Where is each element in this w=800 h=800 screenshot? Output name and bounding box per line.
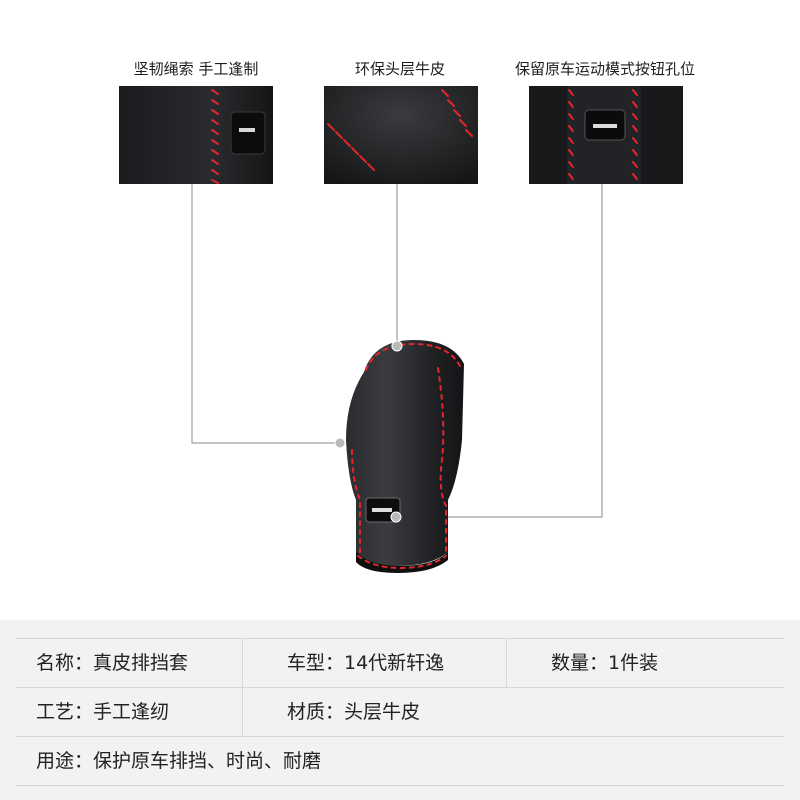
spec-model: 车型：14代新轩逸 (242, 639, 444, 687)
spec-quantity: 数量：1件装 (506, 639, 658, 687)
stitch-detail-photo (119, 86, 273, 184)
feature-caption-stitching: 坚韧绳索 手工逢制 (133, 60, 259, 78)
spec-table: 名称：真皮排挡套 车型：14代新轩逸 数量：1件装 工艺：手工逢纫 材质：头层牛… (0, 620, 800, 800)
callout-lines (191, 184, 603, 518)
spec-row-3: 用途：保护原车排挡、时尚、耐磨 (16, 736, 784, 786)
feature-caption-button-hole: 保留原车运动模式按钮孔位 (514, 60, 696, 78)
button-hole-photo (529, 86, 683, 184)
feature-caption-leather: 环保头层牛皮 (354, 60, 446, 78)
spec-craft: 工艺：手工逢纫 (36, 701, 170, 723)
spec-row-2: 工艺：手工逢纫 材质：头层牛皮 (16, 687, 784, 736)
gear-knob-cover-illustration (334, 340, 464, 573)
spec-material: 材质：头层牛皮 (242, 688, 420, 736)
spec-row-1: 名称：真皮排挡套 车型：14代新轩逸 数量：1件装 (16, 638, 784, 687)
spec-name: 名称：真皮排挡套 (36, 652, 189, 674)
leather-texture-photo (324, 86, 478, 184)
spec-usage: 用途：保护原车排挡、时尚、耐磨 (36, 750, 322, 772)
